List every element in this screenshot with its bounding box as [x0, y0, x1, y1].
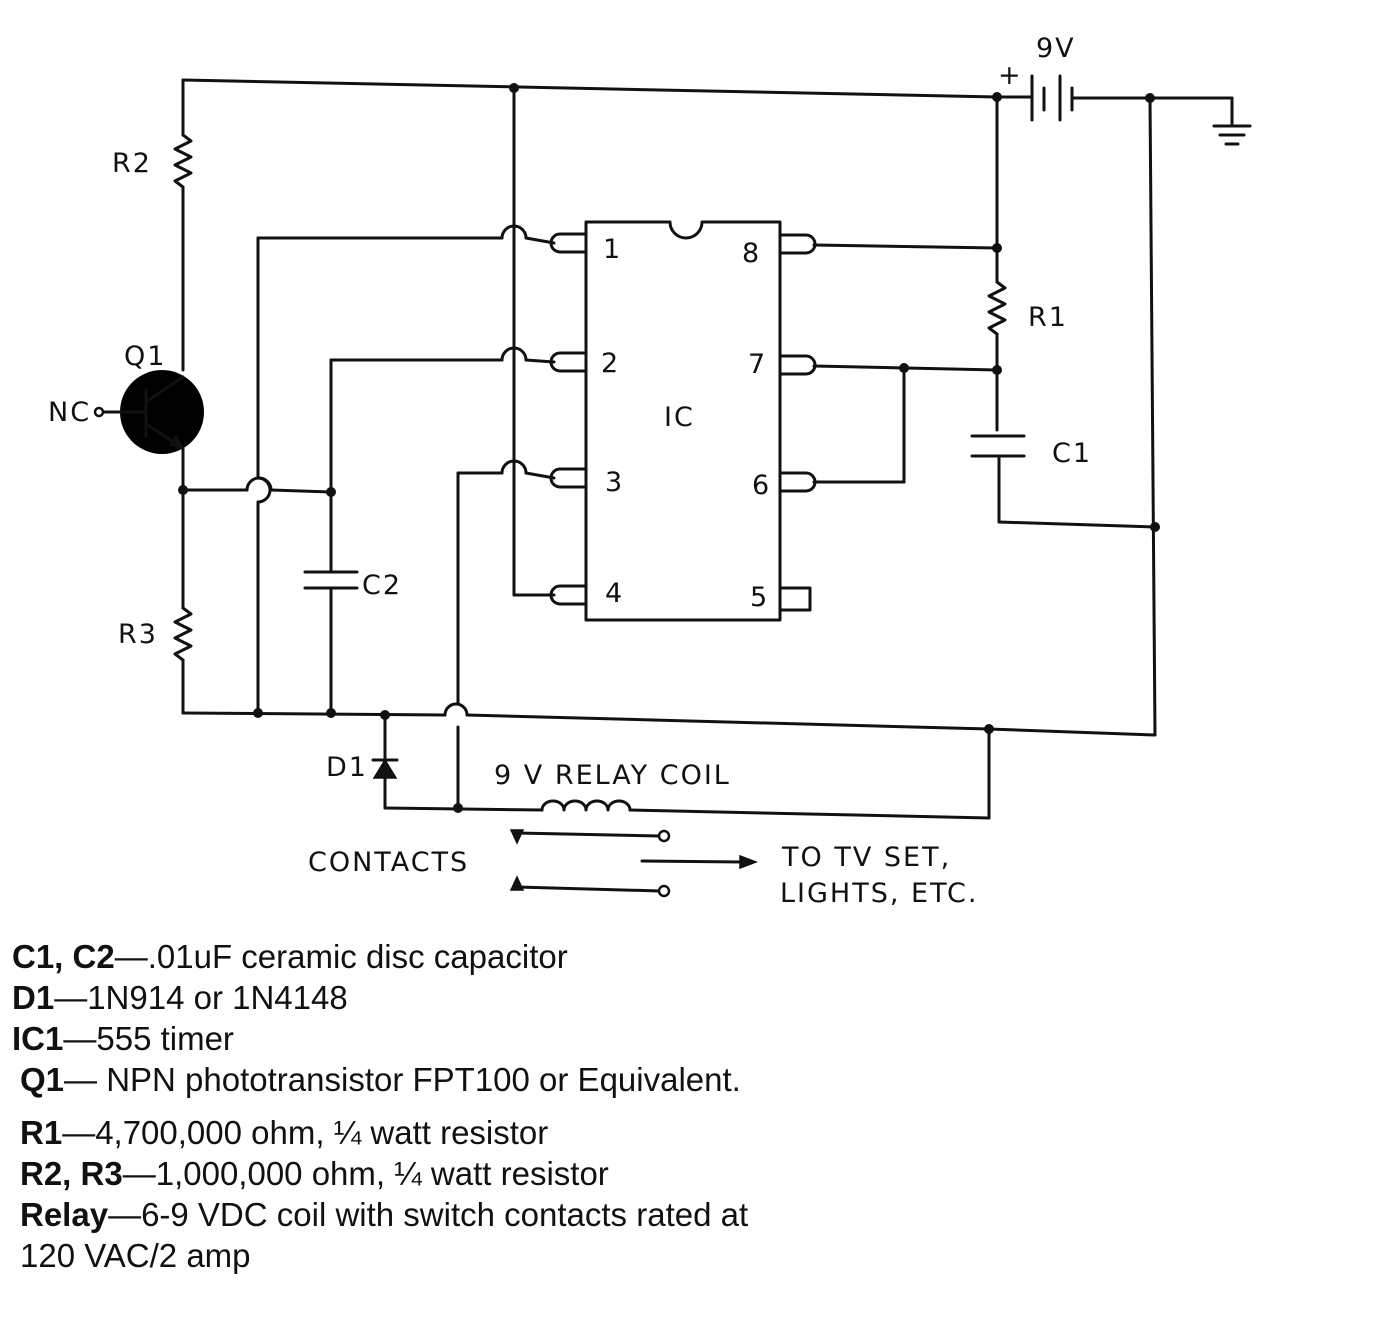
- resistor-r2-symbol: [173, 133, 193, 372]
- part-desc: —555 timer: [63, 1020, 234, 1057]
- bottom-rail: [181, 702, 1157, 737]
- part-desc: 120 VAC/2 amp: [20, 1237, 251, 1274]
- part-desc: —.01uF ceramic disc capacitor: [114, 938, 568, 975]
- part-ref: Relay: [20, 1196, 109, 1233]
- parts-list-item: R1—4,700,000 ohm, ¼ watt resistor: [12, 1112, 1012, 1153]
- capacitor-c1-symbol: [970, 434, 1157, 529]
- contacts-label: CONTACTS: [308, 847, 469, 878]
- ic-pin-2-label: 2: [601, 348, 618, 379]
- parts-list: C1, C2—.01uF ceramic disc capacitor D1—1…: [12, 936, 1012, 1276]
- pin7-pin6-wire: [812, 364, 999, 484]
- ic-pin-4-label: 4: [605, 578, 622, 609]
- part-ref: R2, R3: [20, 1155, 123, 1192]
- parts-list-item: Q1— NPN phototransistor FPT100 or Equiva…: [12, 1059, 1012, 1100]
- part-desc: — NPN phototransistor FPT100 or Equivale…: [64, 1061, 741, 1098]
- parts-list-item: R2, R3—1,000,000 ohm, ¼ watt resistor: [12, 1153, 1012, 1194]
- c2-label: C2: [362, 570, 402, 601]
- parts-list-item: 120 VAC/2 amp: [12, 1235, 1012, 1276]
- ic-pin-5-label: 5: [750, 582, 767, 613]
- timer-circuit-schematic: 9V + R2 Q1 NC R3: [48, 33, 1252, 909]
- battery-plus-label: +: [998, 60, 1023, 91]
- pin3-output-wire: [456, 459, 556, 810]
- ic-label: IC: [664, 402, 695, 433]
- arrow-right-icon: [640, 854, 759, 870]
- ic-pin-8-label: 8: [742, 238, 759, 269]
- output-label-line2: LIGHTS, ETC.: [780, 878, 978, 909]
- pin8-wire: [812, 95, 999, 284]
- c1-label: C1: [1052, 438, 1092, 469]
- part-desc: —6-9 VDC coil with switch contacts rated…: [108, 1196, 749, 1233]
- ground-icon: [1212, 96, 1252, 146]
- r3-label: R3: [118, 619, 158, 650]
- ic-pin-1-label: 1: [603, 234, 620, 265]
- part-desc: —1N914 or 1N4148: [54, 979, 348, 1016]
- junction-dots: [178, 83, 1160, 813]
- battery-voltage-label: 9V: [1036, 33, 1076, 64]
- nc-label: NC: [48, 397, 91, 428]
- d1-label: D1: [326, 752, 368, 783]
- ic-pin-7-label: 7: [748, 349, 765, 380]
- parts-list-item: IC1—555 timer: [12, 1018, 1012, 1059]
- diode-d1-symbol: [371, 713, 399, 810]
- part-ref: Q1: [20, 1061, 65, 1098]
- q1-label: Q1: [124, 341, 166, 372]
- ic-pin-6-label: 6: [752, 470, 769, 501]
- resistor-r3-symbol: [173, 488, 193, 715]
- parts-list-item: C1, C2—.01uF ceramic disc capacitor: [12, 936, 1012, 977]
- pin2-wire: [329, 346, 556, 364]
- ground-rail-right: [1148, 96, 1157, 737]
- output-label-line1: TO TV SET,: [781, 842, 951, 873]
- vcc-to-pin4-wire: [512, 86, 556, 597]
- relay-coil-symbol: [383, 727, 991, 820]
- part-ref: IC1: [12, 1020, 64, 1057]
- part-desc: —1,000,000 ohm, ¼ watt resistor: [122, 1155, 609, 1192]
- relay-contacts-symbol: [509, 829, 671, 898]
- ic-pin-3-label: 3: [605, 467, 622, 498]
- positive-rail: [181, 78, 1032, 137]
- battery-symbol: [1030, 74, 1234, 122]
- r2-label: R2: [112, 148, 152, 179]
- resistor-r1-symbol: [987, 280, 1007, 432]
- relay-coil-label: 9 V RELAY COIL: [494, 760, 731, 791]
- parts-list-item: D1—1N914 or 1N4148: [12, 977, 1012, 1018]
- capacitor-c2-symbol: [303, 358, 359, 715]
- parts-list-item: Relay—6-9 VDC coil with switch contacts …: [12, 1194, 1012, 1235]
- part-ref: R1: [20, 1114, 63, 1151]
- pin1-wire: [256, 224, 556, 715]
- part-ref: D1: [12, 979, 55, 1016]
- phototransistor-q1-symbol: [93, 370, 204, 492]
- emitter-wire: [181, 476, 333, 494]
- part-desc: —4,700,000 ohm, ¼ watt resistor: [62, 1114, 549, 1151]
- r1-label: R1: [1028, 302, 1068, 333]
- part-ref: C1, C2: [12, 938, 115, 975]
